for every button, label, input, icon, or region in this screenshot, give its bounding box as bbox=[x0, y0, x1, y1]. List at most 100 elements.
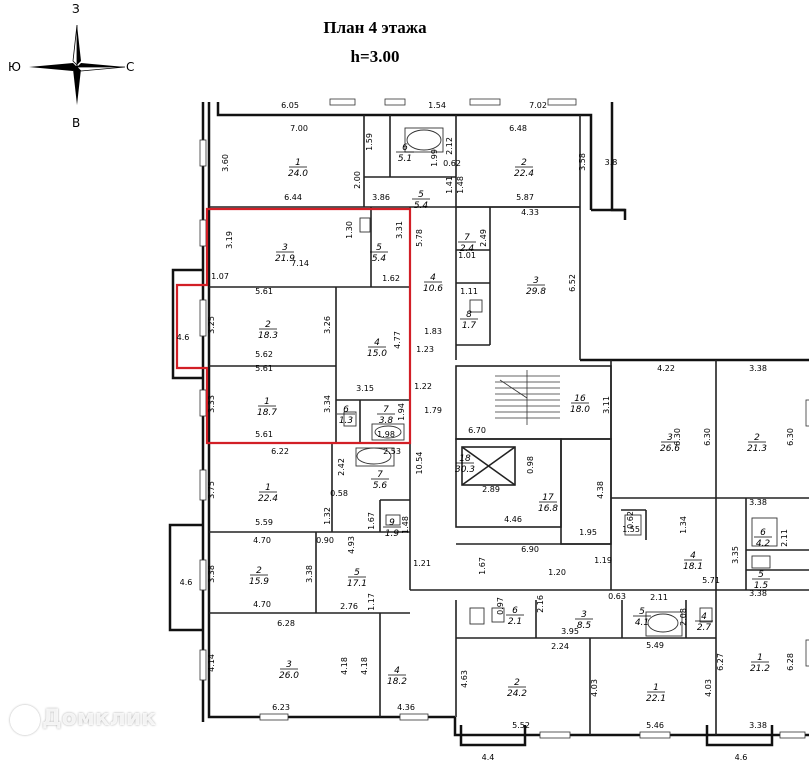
selected-apartment-outline bbox=[175, 207, 412, 445]
room-number: 2 bbox=[514, 678, 520, 688]
room-number: 6 bbox=[343, 405, 349, 415]
room-area: 21.2 bbox=[750, 664, 770, 674]
room-number: 3 bbox=[581, 610, 587, 620]
dimension-label: 0.97 bbox=[496, 597, 505, 615]
dimension-label: 6.27 bbox=[716, 653, 725, 671]
dimension-label: 4.77 bbox=[393, 331, 402, 349]
dimension-label: 4.70 bbox=[253, 600, 271, 609]
dimension-label: 4.70 bbox=[253, 536, 271, 545]
dimension-label: 6.30 bbox=[673, 428, 682, 446]
dimension-label: 5.62 bbox=[255, 350, 273, 359]
dimension-label: 0.63 bbox=[608, 592, 626, 601]
dimension-label: 6.70 bbox=[468, 426, 486, 435]
dimension-label: 0.90 bbox=[316, 536, 334, 545]
domclick-logo-icon bbox=[10, 705, 40, 735]
dimension-label: 6.52 bbox=[568, 274, 577, 292]
room-number: 1 bbox=[265, 483, 271, 493]
room-number: 17 bbox=[542, 493, 554, 503]
dimension-label: 4.18 bbox=[360, 657, 369, 675]
room-number: 3 bbox=[533, 276, 539, 286]
compass-north-label: З bbox=[72, 2, 80, 16]
room-number: 5 bbox=[758, 570, 764, 580]
dimension-label: 1.94 bbox=[397, 403, 406, 421]
dimension-label: 1.41 bbox=[445, 176, 454, 194]
dimension-label: 3.34 bbox=[323, 395, 332, 413]
staircase bbox=[495, 370, 560, 425]
room-label: 55.4 bbox=[412, 190, 430, 211]
dimension-label: 3.15 bbox=[356, 384, 374, 393]
room-label: 410.6 bbox=[423, 273, 443, 294]
dimension-label: 2.08 bbox=[679, 608, 688, 626]
dimension-label: 5.59 bbox=[255, 518, 273, 527]
room-number: 4 bbox=[394, 666, 400, 676]
dimension-label: 3.38 bbox=[749, 498, 767, 507]
dimension-label: 4.18 bbox=[340, 657, 349, 675]
dimension-label: 1.22 bbox=[414, 382, 432, 391]
room-label: 62.1 bbox=[506, 606, 524, 627]
room-label: 118.7 bbox=[257, 397, 277, 418]
room-label: 121.2 bbox=[750, 653, 770, 674]
dimension-label: 1.07 bbox=[211, 272, 229, 281]
dimension-label: 5.78 bbox=[415, 229, 424, 247]
room-number: 6 bbox=[512, 606, 518, 616]
dimension-label: 2.00 bbox=[353, 171, 362, 189]
room-label: 42.7 bbox=[695, 612, 713, 633]
dimension-label: 6.23 bbox=[272, 703, 290, 712]
room-label: 224.2 bbox=[507, 678, 527, 699]
dimension-label: 10.54 bbox=[415, 452, 424, 475]
plumbing-fixtures bbox=[343, 127, 778, 637]
dimension-label: 3.8 bbox=[605, 158, 618, 167]
room-label: 72.4 bbox=[458, 233, 476, 254]
room-area: 22.1 bbox=[646, 694, 666, 704]
dimension-label: 1.32 bbox=[323, 507, 332, 525]
dimension-label: 3.86 bbox=[372, 193, 390, 202]
room-area: 10.6 bbox=[423, 284, 443, 294]
dimension-label: 6.90 bbox=[521, 545, 539, 554]
room-number: 5 bbox=[639, 607, 645, 617]
room-area: 4.2 bbox=[756, 539, 771, 549]
room-area: 26.6 bbox=[660, 444, 680, 454]
compass-south-label: В bbox=[72, 116, 81, 130]
dimension-label: 3.38 bbox=[749, 364, 767, 373]
dimension-label: 1.59 bbox=[365, 133, 374, 151]
dimension-label: 1.79 bbox=[424, 406, 442, 415]
room-area: 5.4 bbox=[372, 254, 387, 264]
room-area: 15.9 bbox=[249, 577, 269, 587]
dimension-label: 3.38 bbox=[749, 721, 767, 730]
room-label: 222.4 bbox=[514, 158, 534, 179]
room-number: 4 bbox=[374, 338, 380, 348]
room-area: 16.8 bbox=[538, 504, 558, 514]
room-number: 4 bbox=[690, 551, 696, 561]
dimension-label: 1.19 bbox=[594, 556, 612, 565]
room-number: 1 bbox=[264, 397, 270, 407]
room-label: 122.4 bbox=[258, 483, 278, 504]
dimension-label: 7.00 bbox=[290, 124, 308, 133]
dimension-label: 3.35 bbox=[731, 546, 740, 564]
dimension-label: 1.99 bbox=[430, 149, 439, 167]
dimension-label: 5.61 bbox=[255, 430, 273, 439]
dimension-label: 3.75 bbox=[207, 481, 216, 499]
dimension-label: 6.28 bbox=[277, 619, 295, 628]
room-area: 1.7 bbox=[462, 321, 477, 331]
room-number: 3 bbox=[282, 243, 288, 253]
dimension-label: 1.98 bbox=[377, 430, 395, 439]
dimension-label: 4.33 bbox=[521, 208, 539, 217]
room-label: 122.1 bbox=[646, 683, 666, 704]
room-number: 5 bbox=[354, 568, 360, 578]
dimension-label: 1.20 bbox=[548, 568, 566, 577]
room-area: 18.2 bbox=[387, 677, 407, 687]
dimension-label: 1.30 bbox=[345, 221, 354, 239]
dimension-label: 2.89 bbox=[482, 485, 500, 494]
room-number: 7 bbox=[377, 470, 383, 480]
dimension-label: 0.62 bbox=[626, 511, 635, 529]
room-area: 2.7 bbox=[697, 623, 712, 633]
room-area: 5.1 bbox=[398, 154, 412, 164]
dimension-label: 0.62 bbox=[443, 159, 461, 168]
dimension-label: 3.26 bbox=[323, 316, 332, 334]
room-area: 18.1 bbox=[683, 562, 703, 572]
dimension-label: 3.95 bbox=[561, 627, 579, 636]
dimension-label: 1.17 bbox=[367, 593, 376, 611]
